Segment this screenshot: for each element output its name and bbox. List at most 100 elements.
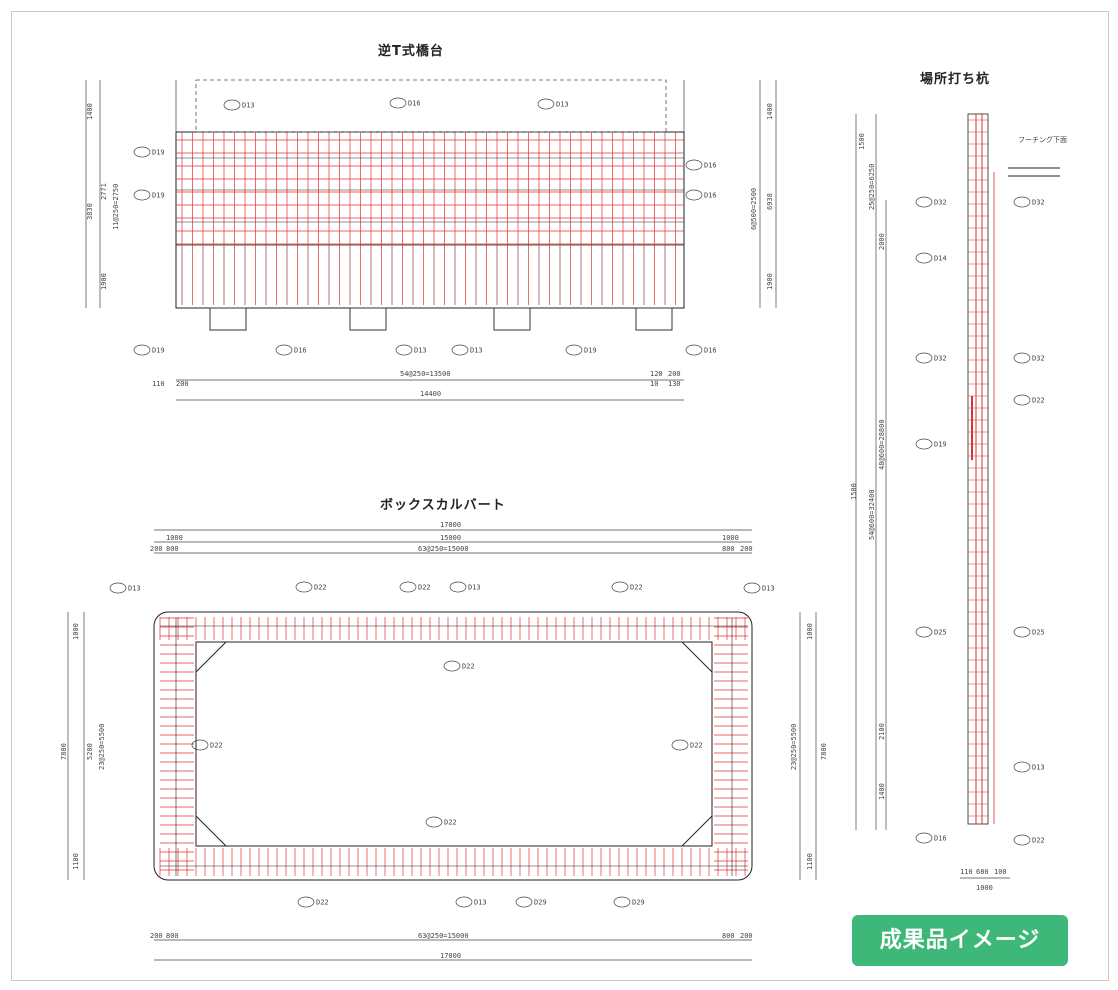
- abut-mark-top-2-bubble: [537, 98, 555, 110]
- pile-drawing: フーチング下面 1500 25@250=6250 2000 1500 54@60…: [850, 113, 1067, 892]
- abut-dim-total: 14400: [420, 390, 441, 398]
- svg-text:200: 200: [668, 370, 681, 378]
- box-mark-2-bubble: [399, 581, 417, 593]
- svg-text:120: 120: [650, 370, 663, 378]
- box-mark-10: D22: [316, 899, 329, 907]
- svg-text:63@250=15000: 63@250=15000: [418, 545, 469, 553]
- pile-mark-9-bubble: [1013, 761, 1031, 773]
- svg-text:54@600=32400: 54@600=32400: [868, 489, 876, 540]
- svg-text:1900: 1900: [100, 273, 108, 290]
- abut-mark-bottom-2: D13: [470, 347, 483, 355]
- abut-dim-main: 54@250=13500: [400, 370, 451, 378]
- box-mark-9: D22: [444, 819, 457, 827]
- pile-mark-4-bubble: [1013, 352, 1031, 364]
- box-mark-5: D13: [762, 585, 775, 593]
- pile-note: フーチング下面: [1018, 135, 1067, 144]
- pile-mark-5: D22: [1032, 397, 1045, 405]
- svg-text:1000: 1000: [976, 884, 993, 892]
- pile-mark-2-bubble: [915, 252, 933, 264]
- box-mark-2: D22: [418, 584, 431, 592]
- abut-mark-right-1-bubble: [685, 189, 703, 201]
- box-mark-13: D29: [632, 899, 645, 907]
- abut-mark-top-1: D16: [408, 100, 421, 108]
- svg-text:6938: 6938: [766, 193, 774, 210]
- pile-mark-11-bubble: [1013, 834, 1031, 846]
- box-mark-4-bubble: [611, 581, 629, 593]
- box-mark-12: D29: [534, 899, 547, 907]
- abut-mark-left-1: D19: [152, 192, 165, 200]
- svg-text:1100: 1100: [72, 853, 80, 870]
- box-culvert-title: ボックスカルバート: [380, 498, 506, 513]
- box-mark-8: D22: [690, 742, 703, 750]
- svg-text:2100: 2100: [878, 723, 886, 740]
- box-mark-3-bubble: [449, 581, 467, 593]
- svg-text:110: 110: [960, 868, 973, 876]
- abut-mark-right-0-bubble: [685, 159, 703, 171]
- svg-text:1100: 1100: [806, 853, 814, 870]
- pile-mark-1: D32: [1032, 199, 1045, 207]
- box-mark-13-bubble: [613, 896, 631, 908]
- abut-mark-right-1: D16: [704, 192, 717, 200]
- abut-mark-left-0: D19: [152, 149, 165, 157]
- svg-text:2771: 2771: [100, 183, 108, 200]
- pile-mark-8: D25: [1032, 629, 1045, 637]
- box-mark-6-bubble: [443, 660, 461, 672]
- box-mark-11: D13: [474, 899, 487, 907]
- svg-text:1000: 1000: [72, 623, 80, 640]
- pile-mark-3: D32: [934, 355, 947, 363]
- abut-mark-right-2-bubble: [685, 344, 703, 356]
- pile-mark-0: D32: [934, 199, 947, 207]
- pile-mark-8-bubble: [1013, 626, 1031, 638]
- abut-mark-top-1-bubble: [389, 97, 407, 109]
- pile-mark-2: D14: [934, 255, 947, 263]
- svg-text:1400: 1400: [878, 783, 886, 800]
- svg-text:17000: 17000: [440, 952, 461, 960]
- abut-mark-left-1-bubble: [133, 189, 151, 201]
- box-mark-3: D13: [468, 584, 481, 592]
- svg-text:1900: 1900: [766, 273, 774, 290]
- svg-text:17000: 17000: [440, 521, 461, 529]
- abut-mark-left-2-bubble: [133, 344, 151, 356]
- pile-mark-7: D25: [934, 629, 947, 637]
- svg-text:200: 200: [150, 545, 163, 553]
- abut-mark-right-0: D16: [704, 162, 717, 170]
- pile-mark-5-bubble: [1013, 394, 1031, 406]
- svg-text:1000: 1000: [166, 534, 183, 542]
- svg-text:200: 200: [740, 545, 753, 553]
- box-mark-9-bubble: [425, 816, 443, 828]
- box-mark-1: D22: [314, 584, 327, 592]
- svg-text:1500: 1500: [850, 483, 858, 500]
- svg-text:7800: 7800: [60, 743, 68, 760]
- pile-mark-0-bubble: [915, 196, 933, 208]
- result-image-badge: 成果品イメージ: [852, 915, 1068, 966]
- box-mark-4: D22: [630, 584, 643, 592]
- box-mark-0: D13: [128, 585, 141, 593]
- abutment-title: 逆T式橋台: [378, 44, 444, 59]
- box-mark-0-bubble: [109, 582, 127, 594]
- abut-mark-top-0-bubble: [223, 99, 241, 111]
- box-mark-11-bubble: [455, 896, 473, 908]
- svg-text:800: 800: [722, 932, 735, 940]
- box-mark-7: D22: [210, 742, 223, 750]
- pile-mark-11: D22: [1032, 837, 1045, 845]
- abut-mark-top-0: D13: [242, 102, 255, 110]
- abut-mark-bottom-3-bubble: [565, 344, 583, 356]
- box-mark-10-bubble: [297, 896, 315, 908]
- abut-mark-bottom-0-bubble: [275, 344, 293, 356]
- svg-text:130: 130: [668, 380, 681, 388]
- svg-text:680: 680: [976, 868, 989, 876]
- box-mark-12-bubble: [515, 896, 533, 908]
- svg-text:110: 110: [152, 380, 165, 388]
- box-mark-8-bubble: [671, 739, 689, 751]
- svg-text:10: 10: [650, 380, 658, 388]
- svg-text:23@250=5500: 23@250=5500: [790, 724, 798, 770]
- box-culvert-drawing: 17000 1000 15000 1000 200 800 63@250=150…: [60, 521, 828, 961]
- abut-mark-bottom-0: D16: [294, 347, 307, 355]
- abutment-drawing: 54@250=13500 14400 110 200 120 200 10 13…: [85, 79, 777, 401]
- abut-mark-left-0-bubble: [133, 146, 151, 158]
- pile-mark-4: D32: [1032, 355, 1045, 363]
- svg-text:1000: 1000: [806, 623, 814, 640]
- pile-mark-1-bubble: [1013, 196, 1031, 208]
- svg-text:1000: 1000: [722, 534, 739, 542]
